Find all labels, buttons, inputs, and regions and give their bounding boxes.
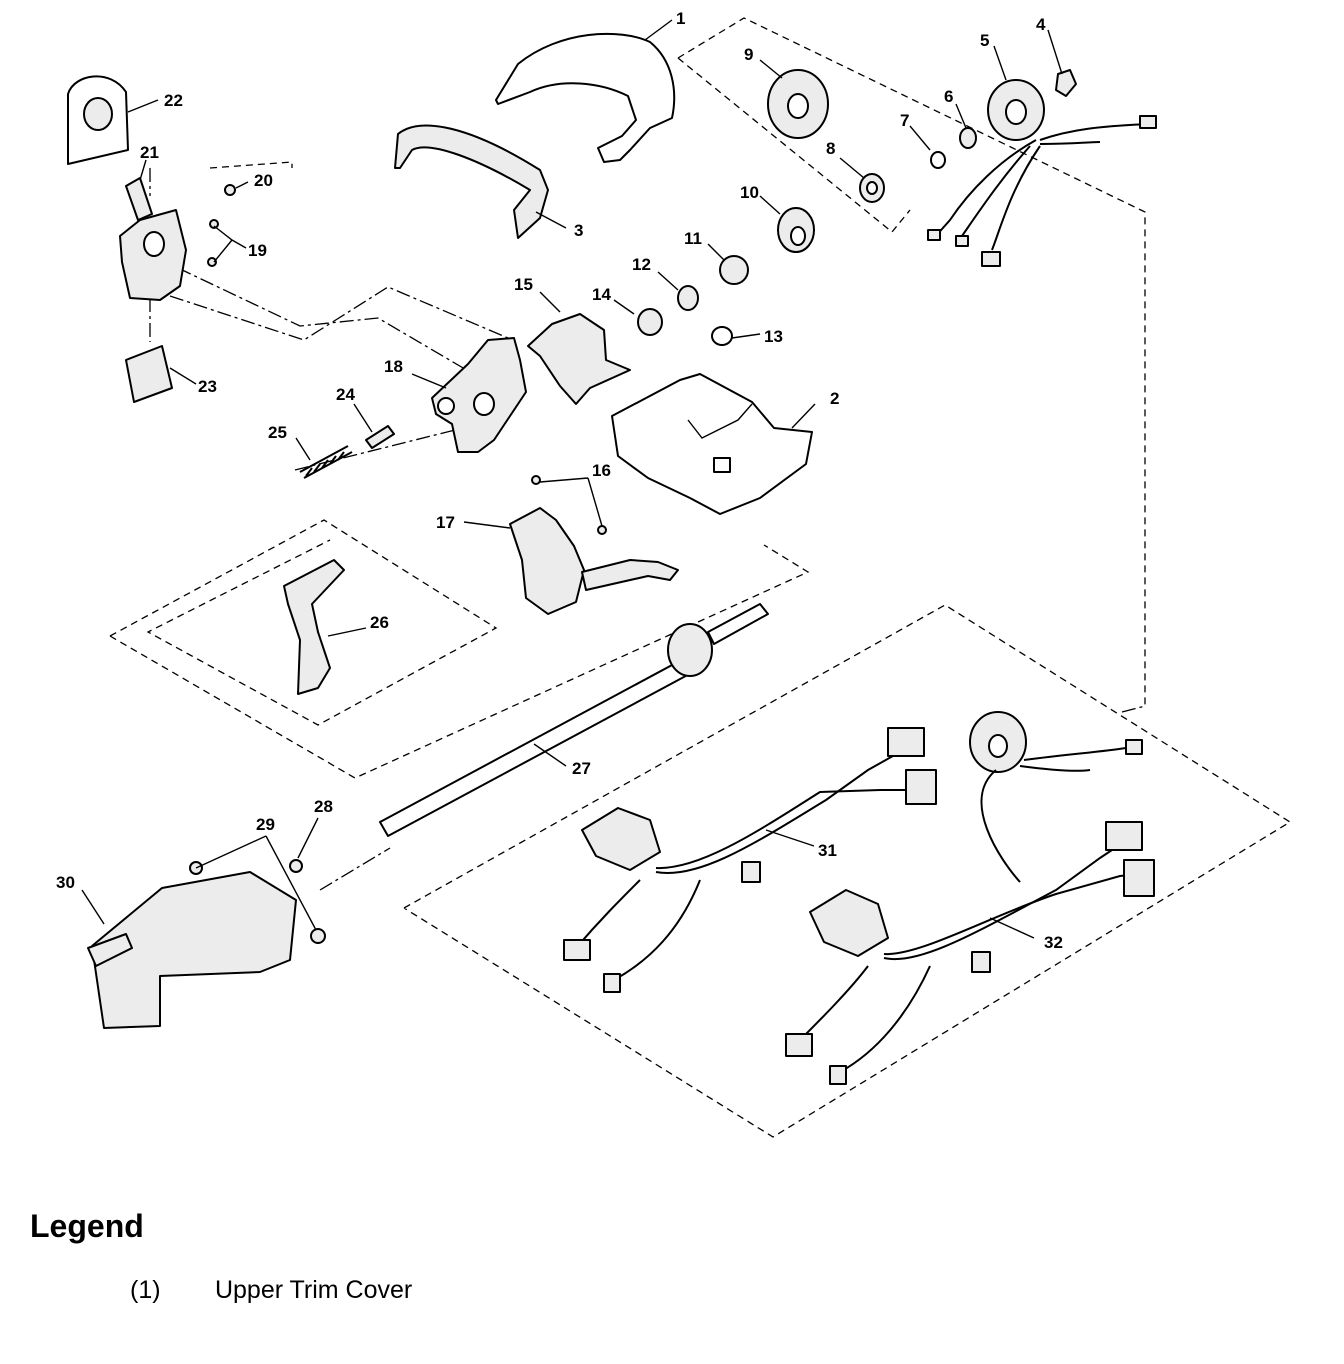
callout-18: 18 [384, 357, 403, 376]
exploded-parts-diagram: 1 2 3 4 5 6 7 8 9 10 11 12 13 14 15 16 1… [56, 9, 1292, 1138]
part-screws-19-20 [207, 184, 236, 267]
callout-23: 23 [198, 377, 217, 396]
callout-32: 32 [1044, 933, 1063, 952]
callout-9: 9 [744, 45, 753, 64]
part-housing-18 [431, 337, 527, 453]
callout-4: 4 [1036, 15, 1046, 34]
callout-8: 8 [826, 139, 835, 158]
callout-24: 24 [336, 385, 355, 404]
part-lock-housing-21 [119, 177, 187, 301]
callout-26: 26 [370, 613, 389, 632]
callout-11: 11 [684, 229, 702, 248]
dashed-group-lines [109, 17, 1292, 1138]
part-bracket-15 [527, 313, 631, 405]
callout-10: 10 [740, 183, 759, 202]
callout-30: 30 [56, 873, 75, 892]
part-rings-6-7-8 [859, 127, 977, 203]
part-harness-32 [785, 711, 1155, 1085]
callout-25: 25 [268, 423, 287, 442]
callout-29: 29 [256, 815, 275, 834]
part-disc-9 [767, 69, 829, 139]
part-shroud-3 [394, 124, 549, 239]
callout-14: 14 [592, 285, 611, 304]
callout-3: 3 [574, 221, 583, 240]
part-lower-trim-cover [611, 373, 813, 515]
part-pin-24 [365, 425, 395, 449]
callout-7: 7 [900, 111, 909, 130]
callout-27: 27 [572, 759, 591, 778]
part-switch-5 [927, 69, 1157, 267]
callout-5: 5 [980, 31, 989, 50]
part-upper-trim-cover [495, 32, 676, 163]
callout-22: 22 [164, 91, 183, 110]
callout-1: 1 [676, 9, 685, 28]
callout-numbers: 1 2 3 4 5 6 7 8 9 10 11 12 13 14 15 16 1… [56, 9, 1063, 952]
callout-13: 13 [764, 327, 783, 346]
callout-21: 21 [140, 143, 159, 162]
part-base-30 [87, 859, 326, 1029]
part-harness-31 [563, 727, 937, 993]
legend-item-code: (1) [130, 1276, 161, 1304]
part-bearings-11-14 [637, 255, 749, 346]
part-22 [67, 75, 129, 165]
legend-title: Legend [30, 1208, 144, 1244]
callout-15: 15 [514, 275, 533, 294]
callout-leaders [81, 19, 1063, 939]
callout-28: 28 [314, 797, 333, 816]
callout-2: 2 [830, 389, 839, 408]
part-gear-10 [777, 207, 815, 253]
legend-item: (1) Upper Trim Cover [130, 1276, 412, 1305]
callout-31: 31 [818, 841, 837, 860]
callout-12: 12 [632, 255, 651, 274]
part-spring-25 [299, 445, 353, 479]
callout-20: 20 [254, 171, 273, 190]
callout-19: 19 [248, 241, 267, 260]
callout-16: 16 [592, 461, 611, 480]
part-23 [125, 345, 173, 403]
callout-6: 6 [944, 87, 953, 106]
legend-item-label: Upper Trim Cover [214, 1276, 413, 1304]
part-switch-17 [509, 507, 679, 615]
callout-17: 17 [436, 513, 455, 532]
part-shaft-27 [379, 603, 769, 837]
part-lever-26 [283, 559, 345, 695]
